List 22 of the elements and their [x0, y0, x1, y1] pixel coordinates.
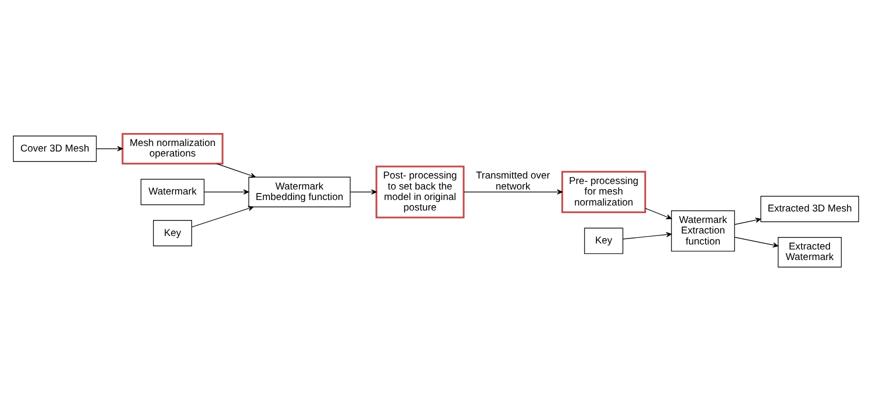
- edge-label: Transmitted over network: [476, 170, 550, 192]
- node-box: Watermark: [140, 178, 204, 206]
- arrow: [622, 232, 672, 240]
- node-box: Watermark Extraction function: [671, 210, 735, 252]
- node-box: Pre- processing for mesh normalization: [561, 170, 646, 214]
- arrow: [645, 208, 672, 220]
- node-box: Key: [153, 220, 192, 246]
- node-box: Extracted Watermark: [778, 237, 842, 268]
- arrow: [191, 206, 254, 228]
- node-box: Post- processing to set back the model in original posture: [376, 166, 465, 218]
- arrow: [204, 189, 249, 195]
- node-box: Cover 3D Mesh: [12, 136, 97, 162]
- arrow: [216, 163, 256, 178]
- arrow: [734, 218, 761, 225]
- arrow: [463, 189, 563, 195]
- node-box: Watermark Embedding function: [248, 176, 351, 208]
- arrow: [96, 146, 123, 152]
- arrow: [734, 236, 778, 248]
- node-box: Extracted 3D Mesh: [760, 196, 860, 222]
- node-box: Key: [584, 228, 624, 254]
- arrow: [350, 189, 377, 195]
- node-box: Mesh normalization operations: [122, 132, 224, 164]
